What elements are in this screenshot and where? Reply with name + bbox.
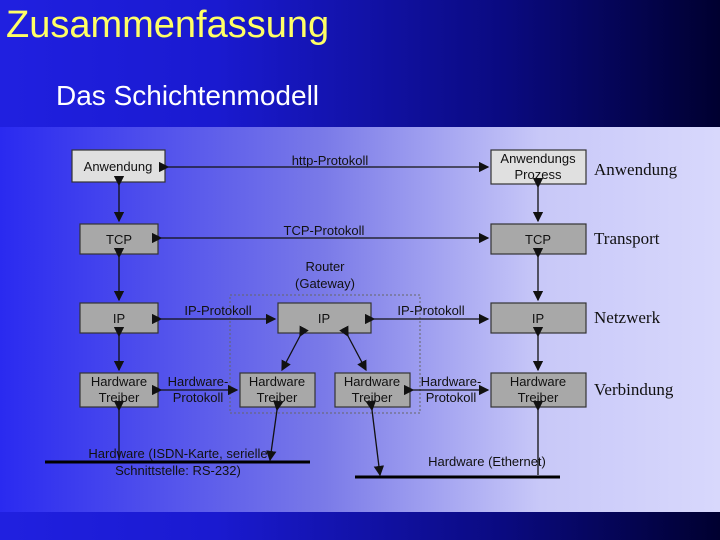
router-right-hw-driver-label-1: Hardware bbox=[344, 374, 400, 389]
layer-label-link: Verbindung bbox=[594, 380, 674, 399]
slide-title: Zusammenfassung bbox=[6, 4, 330, 46]
layer-label-transport: Transport bbox=[594, 229, 660, 248]
ip-protocol-right-label: IP-Protokoll bbox=[397, 303, 464, 318]
router-right-hw-driver-label-2: Treiber bbox=[352, 390, 393, 405]
slide-subtitle: Das Schichtenmodell bbox=[56, 80, 320, 111]
left-hw-driver-label-2: Treiber bbox=[99, 390, 140, 405]
router-label-2: (Gateway) bbox=[295, 276, 355, 291]
right-hw-driver-label-2: Treiber bbox=[518, 390, 559, 405]
ethernet-hardware-label: Hardware (Ethernet) bbox=[428, 454, 546, 469]
layer-label-application: Anwendung bbox=[594, 160, 678, 179]
right-application-label-2: Prozess bbox=[515, 167, 562, 182]
serial-hardware-label-2: Schnittstelle: RS-232) bbox=[115, 463, 241, 478]
router-ip-label: IP bbox=[318, 311, 330, 326]
left-hw-driver-label-1: Hardware bbox=[91, 374, 147, 389]
router-left-cable-arrow bbox=[266, 400, 284, 462]
layer-label-network: Netzwerk bbox=[594, 308, 661, 327]
right-ip-label: IP bbox=[532, 311, 544, 326]
hw-protocol-right-label-1: Hardware- bbox=[421, 374, 482, 389]
right-hw-driver-label-1: Hardware bbox=[510, 374, 566, 389]
left-ip-label: IP bbox=[113, 311, 125, 326]
router-left-hw-driver-label-2: Treiber bbox=[257, 390, 298, 405]
ip-protocol-left-label: IP-Protokoll bbox=[184, 303, 251, 318]
tcp-protocol-label: TCP-Protokoll bbox=[284, 223, 365, 238]
layer-model-diagram: Anwendung Anwendungs Prozess http-Protok… bbox=[45, 149, 678, 479]
hw-protocol-left-label-2: Protokoll bbox=[173, 390, 224, 405]
left-tcp-label: TCP bbox=[106, 232, 132, 247]
right-tcp-label: TCP bbox=[525, 232, 551, 247]
right-application-label-1: Anwendungs bbox=[500, 151, 576, 166]
http-protocol-label: http-Protokoll bbox=[292, 153, 369, 168]
router-outline bbox=[229, 294, 421, 414]
hw-protocol-right-label-2: Protokoll bbox=[426, 390, 477, 405]
serial-hardware-label-1: Hardware (ISDN-Karte, serielle bbox=[88, 446, 267, 461]
router-ip-hw-right-arrow bbox=[339, 325, 367, 372]
hw-protocol-left-label-1: Hardware- bbox=[168, 374, 229, 389]
router-right-cable-arrow bbox=[365, 400, 385, 477]
router-ip-hw-left-arrow bbox=[281, 325, 309, 372]
left-application-label: Anwendung bbox=[84, 159, 153, 174]
router-left-hw-driver-label-1: Hardware bbox=[249, 374, 305, 389]
router-label-1: Router bbox=[305, 259, 345, 274]
